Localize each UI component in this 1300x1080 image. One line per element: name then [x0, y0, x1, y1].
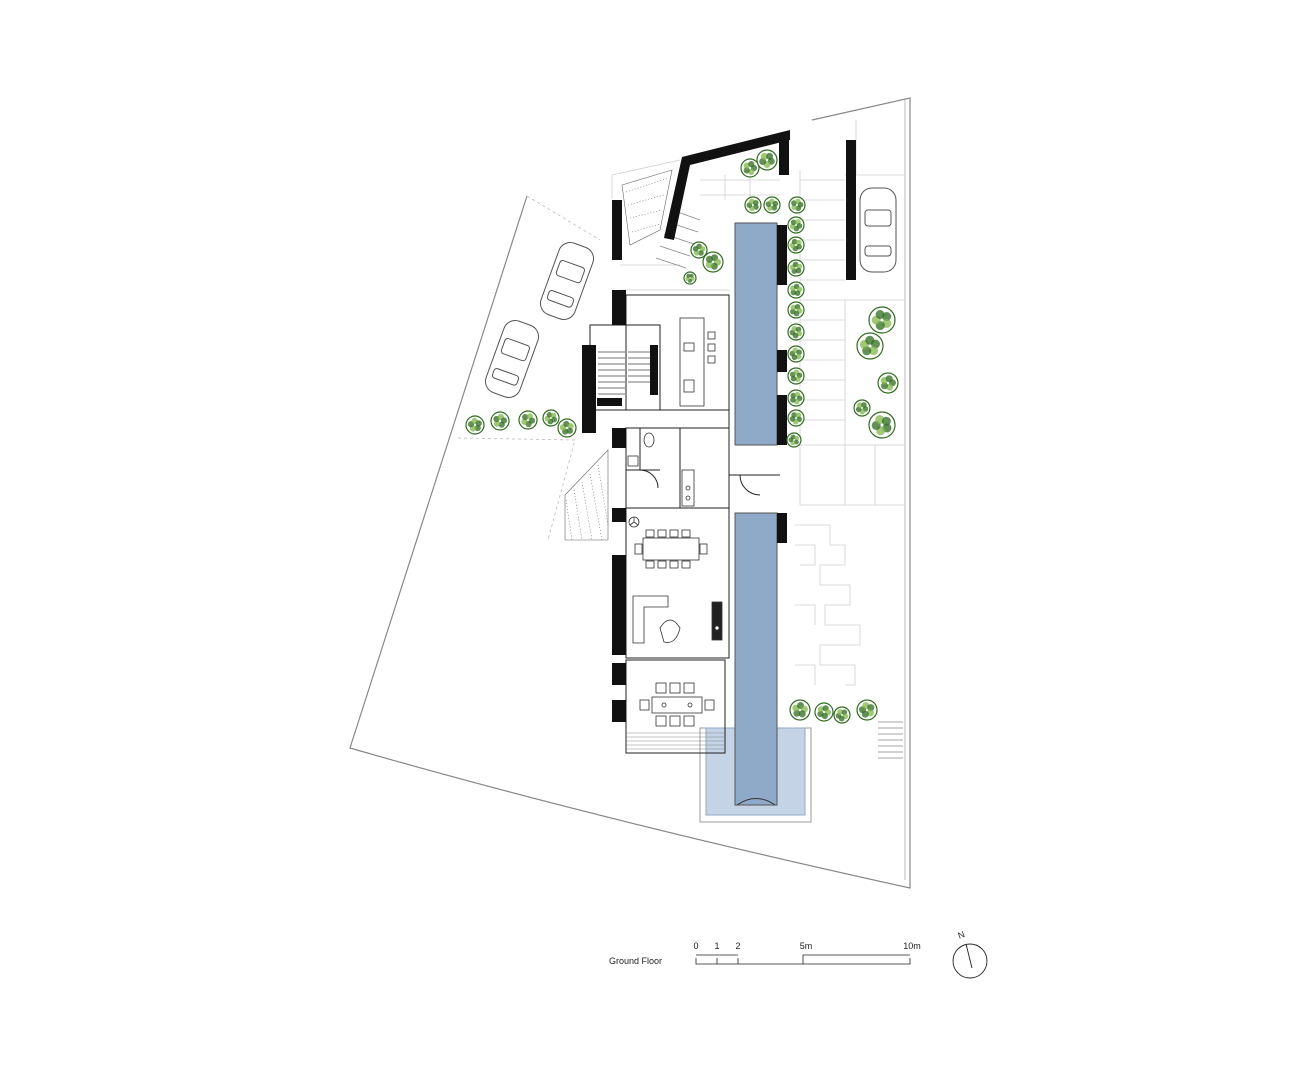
stepping-stones	[795, 524, 861, 686]
tree-symbol	[868, 306, 896, 334]
tree-symbol	[814, 702, 834, 722]
tree-symbol	[787, 345, 805, 363]
site-boundary	[349, 97, 911, 889]
terrace-table	[639, 682, 715, 727]
tree-symbol	[877, 372, 899, 394]
walls	[582, 130, 856, 722]
kitchen-island	[679, 317, 716, 407]
tree-symbol	[787, 236, 805, 254]
tree-symbol	[787, 281, 805, 299]
scale-label-5m: 5m	[799, 941, 813, 951]
tree-symbol	[690, 241, 708, 259]
tree-symbol	[853, 399, 871, 417]
tree-symbol	[868, 411, 896, 439]
tree-symbol	[789, 699, 811, 721]
tree-symbol	[786, 432, 802, 448]
tree-symbol	[788, 196, 806, 214]
tree-symbol	[756, 149, 778, 171]
tree-symbol	[856, 332, 884, 360]
tree-symbol	[763, 196, 781, 214]
trees	[465, 149, 899, 724]
tree-symbol	[490, 411, 510, 431]
tree-symbol	[744, 196, 762, 214]
tree-symbol	[542, 409, 560, 427]
wc	[627, 432, 695, 507]
dining-table	[628, 516, 708, 569]
car-garage	[859, 187, 897, 273]
tree-symbol	[787, 409, 805, 427]
scale-label-2: 2	[735, 941, 741, 951]
reflecting-pool-north	[734, 222, 778, 446]
tree-symbol	[702, 251, 724, 273]
interior-stair	[598, 351, 650, 395]
north-arrow	[952, 943, 988, 979]
tree-symbol	[787, 216, 805, 234]
steps-south-east	[878, 721, 903, 759]
swimming-pool	[734, 512, 778, 806]
slope-hatch	[564, 169, 673, 541]
drawing-title: Ground Floor	[609, 956, 663, 966]
scale-label-1: 1	[714, 941, 720, 951]
tree-symbol	[557, 418, 577, 438]
tree-symbol	[787, 323, 805, 341]
tree-symbol	[787, 389, 805, 407]
tree-symbol	[740, 158, 760, 178]
site-inner-boundary	[457, 195, 601, 541]
living-sofa	[632, 595, 723, 644]
tree-symbol	[787, 259, 805, 277]
scale-bar	[695, 954, 911, 965]
tree-symbol	[787, 367, 805, 385]
scale-label-0: 0	[693, 941, 699, 951]
tree-symbol	[683, 271, 697, 285]
tree-symbol	[833, 706, 851, 724]
scale-label-10m: 10m	[903, 941, 921, 951]
car-parking-2	[484, 320, 540, 398]
tree-symbol	[465, 415, 485, 435]
tree-symbol	[518, 410, 538, 430]
paving-north	[611, 120, 905, 506]
pool-steps	[736, 798, 776, 806]
car-parking-1	[539, 242, 595, 320]
tree-symbol	[856, 699, 878, 721]
tree-symbol	[787, 301, 805, 319]
